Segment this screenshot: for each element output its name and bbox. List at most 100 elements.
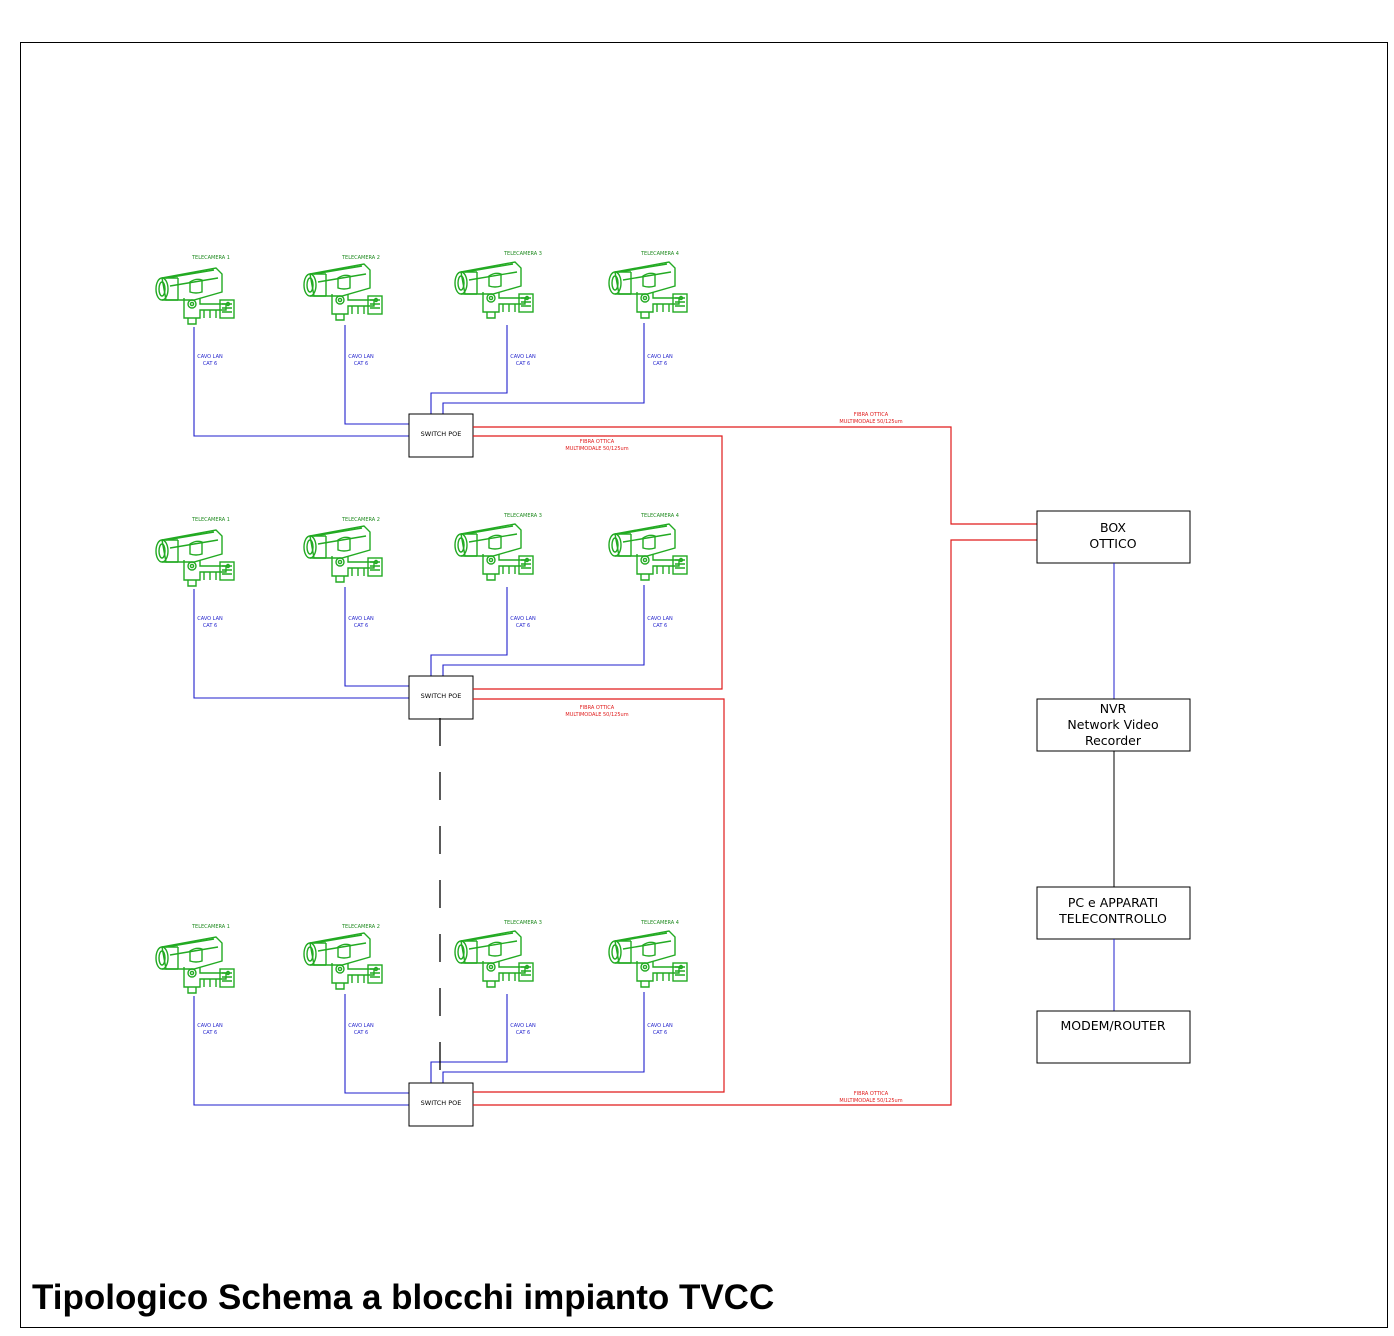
switch-poe-box — [408, 675, 474, 720]
cable-label-line2: CAT 6 — [354, 1030, 368, 1036]
fiber-switch1-to-box — [473, 426, 1037, 525]
lan-cable — [193, 996, 409, 1106]
lan-cable — [430, 325, 508, 414]
camera-label: TELECAMERA 4 — [640, 920, 679, 926]
modem-router-block — [1036, 1010, 1191, 1064]
camera-icon-1 — [155, 529, 235, 587]
camera-icon-3 — [454, 930, 534, 988]
camera-label: TELECAMERA 4 — [640, 251, 679, 257]
diagram-title: Tipologico Schema a blocchi impianto TVC… — [32, 1278, 775, 1317]
camera-label: TELECAMERA 2 — [341, 924, 380, 930]
fiber-switch2-to-switch3 — [473, 698, 725, 1093]
camera-icon-4 — [608, 930, 688, 988]
nvr-label-2: Network Video — [1067, 717, 1158, 732]
cable-label-line2: CAT 6 — [516, 1030, 530, 1036]
cable-label-line1: CAVO LAN — [647, 1023, 673, 1029]
fiber-switch3-to-box — [473, 539, 1037, 1106]
fiber-label-mid2-line1: FIBRA OTTICA — [580, 705, 615, 711]
camera-label: TELECAMERA 3 — [503, 513, 542, 519]
camera-label: TELECAMERA 4 — [640, 513, 679, 519]
cable-label-line1: CAVO LAN — [348, 616, 374, 622]
camera-label: TELECAMERA 3 — [503, 920, 542, 926]
fiber-label-bottom-line2: MULTIMODALE 50/125um — [839, 1098, 902, 1104]
camera-icon-1 — [155, 936, 235, 994]
camera-label: TELECAMERA 1 — [191, 255, 230, 261]
lan-cable — [430, 994, 508, 1083]
cable-label-line2: CAT 6 — [354, 623, 368, 629]
lan-cable — [193, 589, 409, 699]
cable-label-line2: CAT 6 — [203, 361, 217, 367]
lan-cable — [344, 587, 409, 687]
fiber-label-bottom-line1: FIBRA OTTICA — [854, 1091, 889, 1097]
pc-label-1: PC e APPARATI — [1068, 895, 1158, 910]
lan-cable — [344, 325, 409, 425]
camera-icon-2 — [303, 263, 383, 321]
box-ottico-label-2: OTTICO — [1089, 536, 1136, 551]
pc-block — [1036, 886, 1191, 940]
pc-label-2: TELECONTROLLO — [1058, 911, 1167, 926]
cable-label-line1: CAVO LAN — [510, 1023, 536, 1029]
camera-icon-1 — [155, 267, 235, 325]
switch-poe-label: SWITCH POE — [421, 1099, 462, 1107]
cable-label-line2: CAT 6 — [203, 1030, 217, 1036]
camera-label: TELECAMERA 1 — [191, 924, 230, 930]
cable-label-line2: CAT 6 — [354, 361, 368, 367]
switch-poe-label: SWITCH POE — [421, 692, 462, 700]
fiber-label-mid2-line2: MULTIMODALE 50/125um — [565, 712, 628, 718]
fiber-label-mid1-line1: FIBRA OTTICA — [580, 439, 615, 445]
lan-cables — [193, 323, 645, 437]
cable-label-line1: CAVO LAN — [197, 354, 223, 360]
camera-icon-3 — [454, 261, 534, 319]
fiber-label-top-line1: FIBRA OTTICA — [854, 412, 889, 418]
fiber-label-mid1-line2: MULTIMODALE 50/125um — [565, 446, 628, 452]
camera-label: TELECAMERA 1 — [191, 517, 230, 523]
fiber-switch1-to-switch2 — [473, 435, 723, 690]
nvr-label-3: Recorder — [1085, 733, 1142, 748]
camera-label: TELECAMERA 2 — [341, 255, 380, 261]
cable-label-line2: CAT 6 — [516, 623, 530, 629]
cable-label-line2: CAT 6 — [653, 361, 667, 367]
lan-cable — [442, 585, 645, 676]
cable-label-line1: CAVO LAN — [197, 1023, 223, 1029]
camera-icon-2 — [303, 932, 383, 990]
cable-label-line1: CAVO LAN — [348, 1023, 374, 1029]
cable-label-line1: CAVO LAN — [348, 354, 374, 360]
cable-label-line1: CAVO LAN — [510, 354, 536, 360]
cable-label-line1: CAVO LAN — [510, 616, 536, 622]
cable-label-line2: CAT 6 — [203, 623, 217, 629]
cable-label-line1: CAVO LAN — [647, 616, 673, 622]
lan-cable — [430, 587, 508, 676]
lan-cables — [193, 992, 645, 1106]
lan-cable — [442, 323, 645, 414]
fiber-label-top-line2: MULTIMODALE 50/125um — [839, 419, 902, 425]
box-ottico-block — [1036, 510, 1191, 564]
switch-poe-label: SWITCH POE — [421, 430, 462, 438]
cable-label-line1: CAVO LAN — [197, 616, 223, 622]
modem-router-label: MODEM/ROUTER — [1060, 1018, 1165, 1033]
camera-icon-4 — [608, 261, 688, 319]
cable-label-line1: CAVO LAN — [647, 354, 673, 360]
switch-poe-box — [408, 413, 474, 458]
lan-cable — [193, 327, 409, 437]
camera-icon-3 — [454, 523, 534, 581]
camera-icon-4 — [608, 523, 688, 581]
nvr-label-1: NVR — [1100, 701, 1127, 716]
cable-label-line2: CAT 6 — [653, 1030, 667, 1036]
camera-label: TELECAMERA 2 — [341, 517, 380, 523]
drawing-frame — [20, 42, 1388, 1328]
control-room-blocks: BOX OTTICO NVR Network Video Recorder PC… — [1036, 510, 1191, 1064]
cable-label-line2: CAT 6 — [653, 623, 667, 629]
camera-label: TELECAMERA 3 — [503, 251, 542, 257]
switch-poe-box — [408, 1082, 474, 1127]
lan-cables — [193, 585, 645, 699]
camera-icon-2 — [303, 525, 383, 583]
lan-cable — [442, 992, 645, 1083]
lan-cable — [344, 994, 409, 1094]
box-ottico-label-1: BOX — [1100, 520, 1126, 535]
